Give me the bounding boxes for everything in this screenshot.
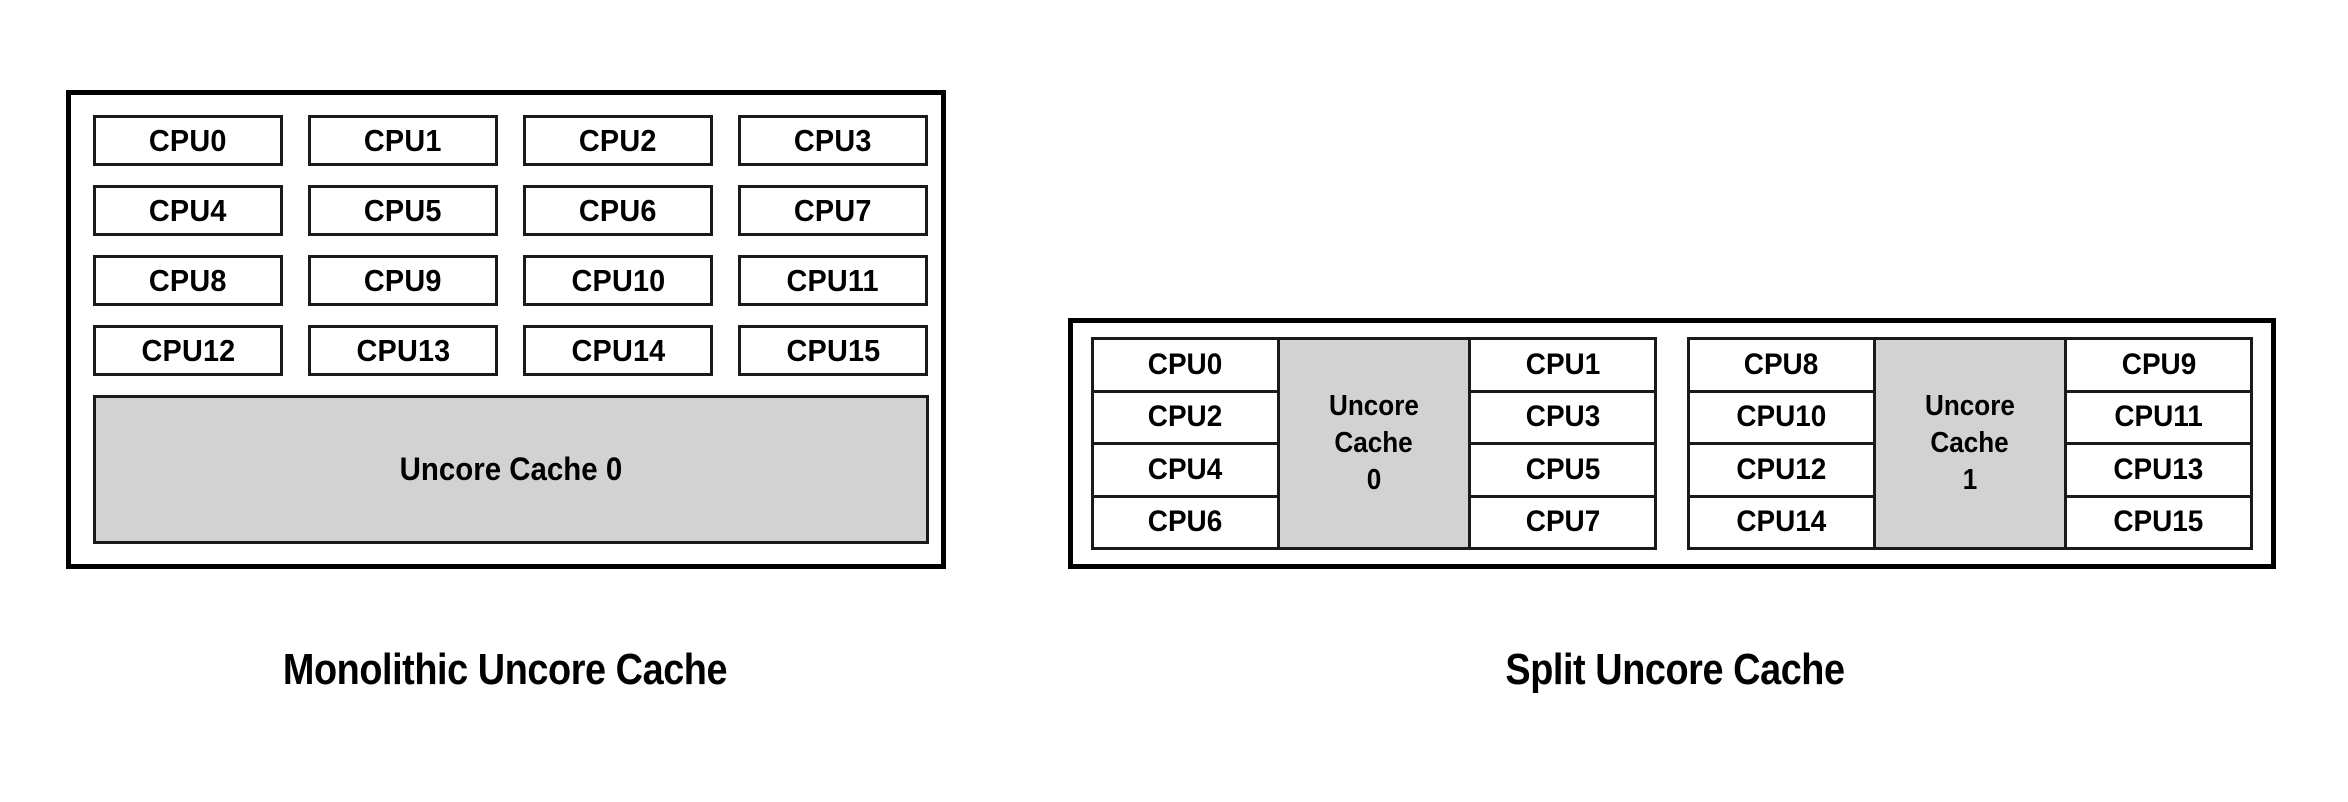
cpu-cell: CPU3 — [1468, 389, 1658, 445]
cpu-cell: CPU5 — [1468, 442, 1658, 498]
cpu-column-right: CPU1 CPU3 CPU5 CPU7 — [1468, 337, 1658, 550]
cpu-cell: CPU0 — [1091, 337, 1280, 393]
cpu-label: CPU6 — [1148, 505, 1223, 539]
split-caption: Split Uncore Cache — [1505, 645, 1845, 694]
cpu-cell: CPU4 — [1091, 442, 1280, 498]
uncore-cache-block: Uncore Cache 0 — [1276, 337, 1472, 550]
cpu-label: CPU0 — [1148, 347, 1223, 381]
cpu-label: CPU8 — [149, 262, 227, 298]
uncore-cache-label-line: Cache — [1334, 426, 1414, 459]
cpu-label: CPU3 — [1525, 400, 1600, 434]
cpu-label: CPU7 — [794, 192, 872, 228]
uncore-cache-block: Uncore Cache 1 — [1872, 337, 2068, 550]
cpu-label: CPU6 — [579, 192, 657, 228]
cpu-label: CPU1 — [364, 122, 442, 158]
cpu-box: CPU9 — [308, 255, 498, 306]
cpu-box: CPU7 — [738, 185, 928, 236]
cpu-cell: CPU10 — [1687, 389, 1876, 445]
cpu-label: CPU0 — [149, 122, 227, 158]
monolithic-caption: Monolithic Uncore Cache — [282, 645, 728, 694]
cpu-box: CPU8 — [93, 255, 283, 306]
cpu-box: CPU15 — [738, 325, 928, 376]
uncore-cache-block: Uncore Cache 0 — [93, 395, 929, 544]
cpu-label: CPU12 — [1736, 452, 1827, 486]
cpu-cell: CPU1 — [1468, 337, 1658, 393]
cpu-label: CPU10 — [571, 262, 665, 298]
cpu-cell: CPU9 — [2064, 337, 2254, 393]
cpu-label: CPU13 — [356, 332, 450, 368]
cpu-box: CPU14 — [523, 325, 713, 376]
cpu-label: CPU14 — [571, 332, 665, 368]
cpu-label: CPU7 — [1525, 505, 1600, 539]
cpu-label: CPU15 — [2113, 505, 2204, 539]
uncore-cache-label-line: 1 — [1962, 464, 1978, 497]
cpu-label: CPU2 — [579, 122, 657, 158]
cpu-label: CPU4 — [149, 192, 227, 228]
cpu-label: CPU4 — [1148, 452, 1223, 486]
monolithic-uncore-cache-diagram: CPU0 CPU1 CPU2 CPU3 CPU4 CPU5 CPU6 CPU7 … — [66, 90, 946, 569]
cpu-cell: CPU12 — [1687, 442, 1876, 498]
cpu-box: CPU6 — [523, 185, 713, 236]
cpu-box: CPU2 — [523, 115, 713, 166]
cpu-label: CPU12 — [141, 332, 235, 368]
cpu-cell: CPU7 — [1468, 494, 1658, 550]
cpu-column-left: CPU8 CPU10 CPU12 CPU14 — [1687, 337, 1876, 550]
cpu-box: CPU3 — [738, 115, 928, 166]
uncore-cache-label-line: Cache — [1930, 426, 2010, 459]
cpu-label: CPU14 — [1736, 505, 1827, 539]
cpu-column-left: CPU0 CPU2 CPU4 CPU6 — [1091, 337, 1280, 550]
cpu-cell: CPU6 — [1091, 494, 1280, 550]
split-cluster: CPU8 CPU10 CPU12 CPU14 Uncore Cache 1 — [1687, 337, 2254, 550]
cpu-label: CPU10 — [1736, 400, 1827, 434]
cpu-label: CPU9 — [2121, 347, 2196, 381]
cpu-label: CPU5 — [364, 192, 442, 228]
cpu-cell: CPU8 — [1687, 337, 1876, 393]
cpu-cell: CPU13 — [2064, 442, 2254, 498]
cpu-label: CPU11 — [786, 262, 880, 298]
cpu-box: CPU13 — [308, 325, 498, 376]
uncore-cache-label-line: 0 — [1366, 464, 1382, 497]
split-cluster: CPU0 CPU2 CPU4 CPU6 Uncore Cache 0 — [1091, 337, 1658, 550]
cpu-cell: CPU15 — [2064, 494, 2254, 550]
uncore-cache-label-line: Uncore — [1329, 389, 1419, 422]
cpu-label: CPU8 — [1744, 347, 1819, 381]
cpu-box: CPU1 — [308, 115, 498, 166]
cpu-box: CPU11 — [738, 255, 928, 306]
cpu-cell: CPU2 — [1091, 389, 1280, 445]
cpu-box: CPU12 — [93, 325, 283, 376]
cpu-label: CPU1 — [1525, 347, 1600, 381]
cpu-label: CPU9 — [364, 262, 442, 298]
cpu-label: CPU11 — [2114, 400, 2203, 434]
cpu-box: CPU5 — [308, 185, 498, 236]
cpu-label: CPU3 — [794, 122, 872, 158]
cpu-label: CPU13 — [2113, 452, 2204, 486]
cpu-box: CPU10 — [523, 255, 713, 306]
cpu-box: CPU4 — [93, 185, 283, 236]
uncore-cache-label: Uncore Cache 0 — [399, 451, 623, 487]
cpu-box: CPU0 — [93, 115, 283, 166]
cpu-label: CPU15 — [786, 332, 880, 368]
monolithic-cpu-grid: CPU0 CPU1 CPU2 CPU3 CPU4 CPU5 CPU6 CPU7 … — [93, 115, 929, 376]
cpu-column-right: CPU9 CPU11 CPU13 CPU15 — [2064, 337, 2254, 550]
split-uncore-cache-diagram: CPU0 CPU2 CPU4 CPU6 Uncore Cache 0 — [1068, 318, 2276, 569]
cpu-label: CPU5 — [1525, 452, 1600, 486]
split-cluster-container: CPU0 CPU2 CPU4 CPU6 Uncore Cache 0 — [1091, 337, 2254, 550]
uncore-cache-label-line: Uncore — [1925, 389, 2015, 422]
cpu-cell: CPU14 — [1687, 494, 1876, 550]
cpu-cell: CPU11 — [2064, 389, 2254, 445]
cpu-label: CPU2 — [1148, 400, 1223, 434]
